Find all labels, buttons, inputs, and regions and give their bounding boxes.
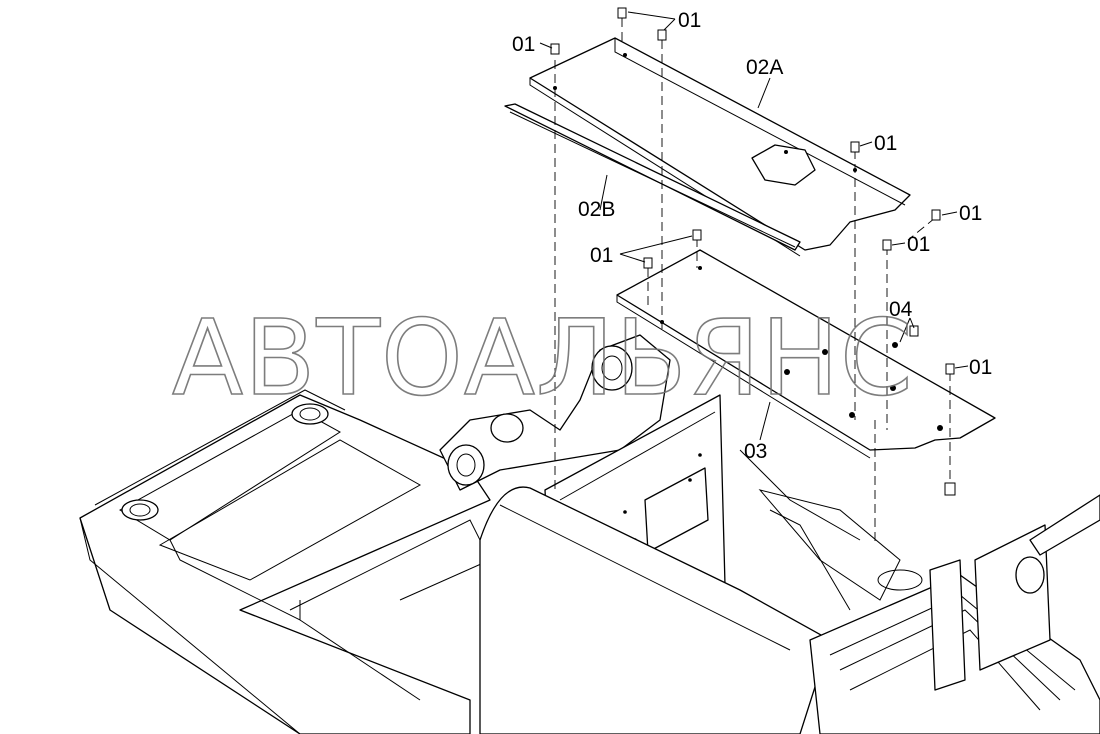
- right-structure: [739, 449, 1100, 734]
- callout-02b: 02B: [578, 198, 615, 221]
- callout-labels: 01 01 02A 01 01 01 02B 01 04 01 03: [512, 9, 992, 463]
- callout-01-right-far: 01: [959, 202, 982, 225]
- leader-lines: [539, 11, 969, 441]
- plate-02a: [529, 37, 911, 257]
- upper-frame: [79, 389, 491, 734]
- callout-03: 03: [744, 440, 767, 463]
- bolts: [550, 7, 956, 496]
- callout-01-right-mid: 01: [907, 233, 930, 256]
- callout-01-right-upper: 01: [874, 132, 897, 155]
- alignment-lines: [554, 18, 951, 545]
- callout-02a: 02A: [746, 56, 783, 79]
- callout-01-mid-left: 01: [590, 244, 613, 267]
- callout-01-lower-right: 01: [969, 356, 992, 379]
- strip-02b: [504, 103, 801, 251]
- callout-01-top: 01: [678, 9, 701, 32]
- watermark-text: АВТОАЛЬЯНС: [172, 297, 914, 419]
- callout-01-left: 01: [512, 33, 535, 56]
- plate-03: [616, 249, 996, 459]
- boom-foot: [439, 334, 671, 491]
- callout-04: 04: [889, 298, 913, 321]
